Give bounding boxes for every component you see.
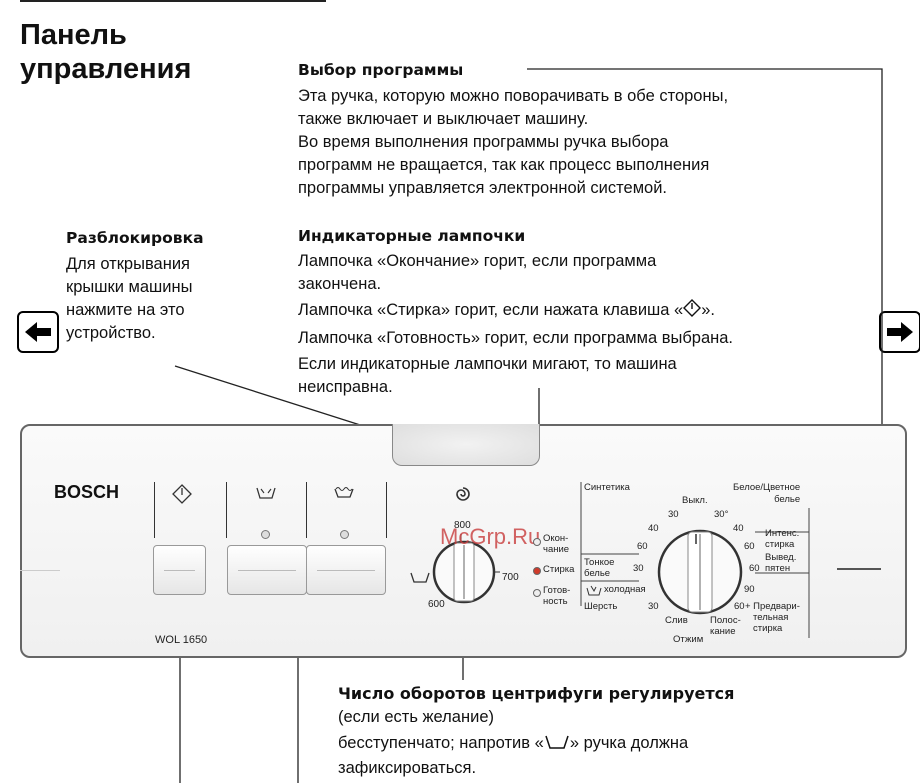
rinse-hold-icon — [256, 487, 276, 499]
prog-stain: Вывед.пятен — [765, 552, 797, 574]
divider — [154, 482, 155, 538]
wash-lamp-label: Стирка — [543, 564, 575, 575]
prog-cold: холодная — [604, 584, 646, 595]
spin-700-label: 700 — [502, 572, 519, 583]
spin-heading: Число оборотов центрифуги регулируется — [338, 684, 735, 703]
control-panel: BOSCH WOL 1650 800 700 600 McGrp.Ru Окон… — [20, 424, 907, 658]
prog-stain-60: 60 — [749, 563, 760, 574]
divider — [386, 482, 387, 538]
spin-800-label: 800 — [454, 520, 471, 531]
unlock-text: Для открывания крышки машины нажмите на … — [66, 255, 193, 342]
prog-t30: 30° — [714, 509, 729, 520]
indicators-text: Лампочка «Окончание» горит, если програм… — [298, 252, 734, 396]
indicators-heading: Индикаторные лампочки — [298, 227, 526, 245]
next-page-button[interactable] — [879, 311, 920, 353]
start-icon — [172, 484, 192, 504]
unlock-heading: Разблокировка — [66, 229, 204, 247]
page-title: Панель управления — [20, 19, 192, 85]
start-key-icon — [683, 299, 702, 324]
panel-edge-line — [20, 570, 60, 571]
hand-wash-icon — [586, 585, 602, 596]
end-lamp — [533, 538, 541, 546]
prog-prewash-60: 60 — [734, 601, 745, 612]
prog-l60: 60 — [637, 541, 648, 552]
prewash-lamp — [340, 530, 349, 539]
brand-logo: BOSCH — [54, 482, 120, 502]
spin-600-label: 600 — [428, 599, 445, 610]
prog-wool-30: 30 — [648, 601, 659, 612]
panel-edge-line-right — [837, 568, 881, 570]
prog-r60: 60 — [744, 541, 755, 552]
divider — [226, 482, 227, 538]
watermark: McGrp.Ru — [440, 524, 541, 549]
door-unlock-lid[interactable] — [392, 424, 540, 466]
prog-delicate-30: 30 — [633, 563, 644, 574]
spin-text: (если есть желание) бесступенчато; напро… — [338, 708, 689, 777]
ready-lamp-label: Готов-ность — [543, 585, 571, 607]
prog-synthetics: Синтетика — [584, 482, 630, 493]
program-select-text: Эта ручка, которую можно поворачивать в … — [298, 87, 729, 197]
prog-intense: Интенс.стирка — [765, 528, 800, 550]
prog-l30: 30 — [668, 509, 679, 520]
prewash-button[interactable] — [306, 545, 386, 595]
prog-off: Выкл. — [682, 495, 708, 506]
prog-spin: Отжим — [673, 634, 704, 645]
spin-hold-icon — [410, 572, 430, 583]
spin-knob[interactable] — [407, 526, 507, 606]
prog-l40: 40 — [648, 523, 659, 534]
program-knob[interactable] — [650, 522, 750, 622]
start-button[interactable] — [153, 545, 206, 595]
arrow-right-icon — [887, 322, 913, 342]
prog-r40: 40 — [733, 523, 744, 534]
divider — [306, 482, 307, 538]
spin-hold-inline-icon — [544, 734, 570, 757]
arrow-left-icon — [25, 322, 51, 342]
program-select-heading: Выбор программы — [298, 61, 464, 79]
prog-r90: 90 — [744, 584, 755, 595]
prev-page-button[interactable] — [17, 311, 59, 353]
rinse-hold-button[interactable] — [227, 545, 307, 595]
prog-wool: Шерсть — [584, 601, 618, 612]
rinse-hold-lamp — [261, 530, 270, 539]
top-rule — [20, 0, 326, 2]
prog-rinse: Полос-кание — [710, 615, 741, 637]
wash-lamp — [533, 567, 541, 575]
ready-lamp — [533, 589, 541, 597]
program-dial-frame — [580, 482, 810, 638]
end-lamp-label: Окон-чание — [543, 533, 570, 555]
prog-drain: Слив — [665, 615, 688, 626]
spin-icon — [456, 487, 470, 501]
prewash-icon — [334, 487, 354, 498]
model-label: WOL 1650 — [155, 634, 208, 646]
